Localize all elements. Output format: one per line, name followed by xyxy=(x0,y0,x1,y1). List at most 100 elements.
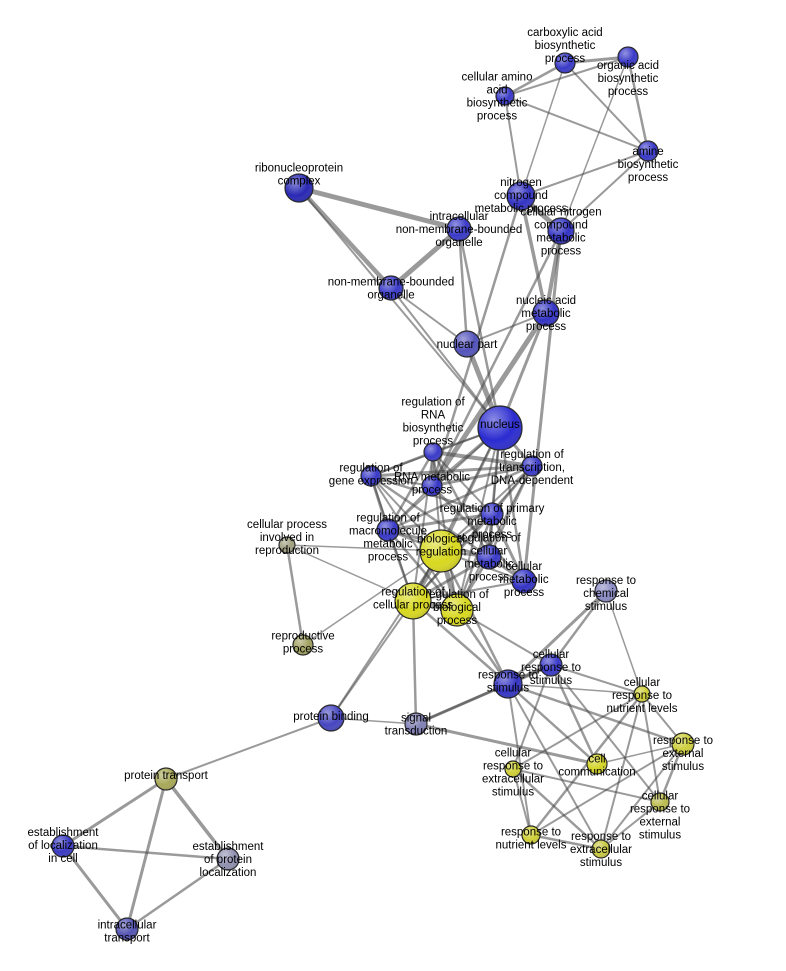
graph-edge-carbox-nitrogen[interactable] xyxy=(520,62,566,197)
graph-edge-prot_bind-sig_trans[interactable] xyxy=(330,717,417,725)
graph-edge-reg_tx-reg_bp[interactable] xyxy=(456,465,533,611)
graph-edge-resp_stim-resp_ext[interactable] xyxy=(506,682,685,746)
graph-edge-resp_chem-resp_stim[interactable] xyxy=(506,589,608,686)
graph-edge-resp_ext-resp_extrac[interactable] xyxy=(600,743,684,850)
graph-edge-nitrogen-nucacid[interactable] xyxy=(519,194,548,315)
graph-node-cresp_ext[interactable]: cellular response to external stimulus xyxy=(650,792,670,812)
graph-edge-rnp-nucleus[interactable] xyxy=(298,187,501,429)
graph-edge-cpir-bioreg[interactable] xyxy=(286,544,442,552)
graph-edge-prot_bind-prot_trans[interactable] xyxy=(165,717,332,780)
graph-node-nucleus[interactable]: nucleus xyxy=(477,405,523,451)
graph-edge-cresp_extrac-cresp_ext[interactable] xyxy=(512,768,661,803)
graph-node-est_loc[interactable]: establishment of localization in cell xyxy=(51,834,75,858)
graph-edge-aminoacid-nitrogen[interactable] xyxy=(504,95,522,197)
graph-edge-reg_bp-cresp_stim[interactable] xyxy=(456,609,552,666)
graph-edge-cresp_ext-resp_extrac[interactable] xyxy=(600,801,661,850)
graph-edge-reg_mm-reg_pm[interactable] xyxy=(386,512,494,532)
graph-edge-resp_stim-cell_comm[interactable] xyxy=(506,682,599,766)
graph-edge-intra_nmbo-nucleus[interactable] xyxy=(457,227,502,430)
graph-node-nmbo[interactable]: non-membrane-bounded organelle xyxy=(378,275,404,301)
graph-edge-resp_stim-resp_extrac[interactable] xyxy=(507,683,602,850)
graph-edge-cresp_extrac-resp_extrac[interactable] xyxy=(511,767,603,851)
graph-edge-resp_stim-sig_trans[interactable] xyxy=(414,682,510,726)
graph-node-intra_nmbo[interactable]: intracellular non-membrane-bounded organ… xyxy=(446,216,472,242)
graph-edge-cresp_extrac-resp_nutr[interactable] xyxy=(512,768,532,836)
graph-node-prot_bind[interactable]: protein binding xyxy=(317,704,345,732)
graph-edge-cresp_stim-cresp_nutr[interactable] xyxy=(550,664,643,695)
graph-edge-prot_bind-bioreg[interactable] xyxy=(330,550,442,719)
graph-node-reg_cm[interactable]: regulation of cellular metabolic process xyxy=(476,544,502,570)
graph-edge-reg_ge-reg_bp[interactable] xyxy=(370,475,458,611)
graph-node-aminoacid[interactable]: cellular amino acid biosynthetic process xyxy=(495,86,515,106)
graph-node-rnp[interactable]: ribonucleoprotein complex xyxy=(284,173,314,203)
graph-edge-repro-bioreg[interactable] xyxy=(302,550,442,646)
graph-edge-cresp_nutr-cresp_ext[interactable] xyxy=(641,693,661,803)
graph-edge-reg_rna-reg_pm[interactable] xyxy=(432,451,493,515)
graph-node-orgacid[interactable]: organic acid biosynthetic process xyxy=(617,46,639,68)
graph-node-cell_met[interactable]: cellular metabolic process xyxy=(511,568,537,594)
graph-node-prot_trans[interactable]: protein transport xyxy=(154,767,178,791)
graph-node-rna_met[interactable]: RNA metabolic process xyxy=(421,475,443,497)
graph-node-reg_tx[interactable]: regulation of transcription, DNA-depende… xyxy=(521,455,543,477)
graph-node-est_prot_loc[interactable]: establishment of protein localization xyxy=(216,847,240,871)
graph-node-repro[interactable]: reproductive process xyxy=(292,634,314,656)
graph-node-carbox[interactable]: carboxylic acid biosynthetic process xyxy=(554,52,576,74)
graph-node-cell_comm[interactable]: cell communication xyxy=(586,753,608,775)
graph-edge-reg_rna-reg_mm[interactable] xyxy=(386,450,435,532)
graph-node-sig_trans[interactable]: signal transduction xyxy=(404,712,428,736)
graph-node-nitrogen[interactable]: nitrogen compound metabolic process xyxy=(506,181,536,211)
graph-edge-amine-cellnitrogen[interactable] xyxy=(560,150,649,232)
graph-edge-carbox-aminoacid[interactable] xyxy=(503,61,567,98)
graph-edge-orgacid-amine[interactable] xyxy=(626,55,650,153)
graph-edge-cresp_nutr-resp_extrac[interactable] xyxy=(600,693,643,850)
graph-node-cresp_stim[interactable]: cellular response to stimulus xyxy=(539,653,563,677)
graph-edge-resp_stim-resp_nutr[interactable] xyxy=(507,683,532,836)
graph-edge-resp_chem-cresp_nutr[interactable] xyxy=(605,590,643,695)
graph-edge-resp_ext-cell_comm[interactable] xyxy=(596,743,684,765)
graph-edge-cellnitrogen-rna_met[interactable] xyxy=(430,229,563,488)
graph-edge-est_loc-intra_trans[interactable] xyxy=(61,844,129,931)
graph-edge-reg_tx-reg_ge[interactable] xyxy=(369,464,534,478)
graph-node-amine[interactable]: amine biosynthetic process xyxy=(637,140,659,162)
graph-edge-est_loc-est_prot_loc[interactable] xyxy=(61,844,230,861)
graph-edge-est_prot_loc-intra_trans[interactable] xyxy=(125,857,230,931)
graph-edge-rna_met-cell_met[interactable] xyxy=(430,484,526,583)
graph-edge-nucleus-reg_bp[interactable] xyxy=(456,427,501,611)
graph-edge-cresp_stim-cell_comm[interactable] xyxy=(549,663,599,766)
graph-edge-cresp_stim-cresp_extrac[interactable] xyxy=(512,664,552,770)
graph-edge-nucacid-nucpart[interactable] xyxy=(466,312,547,345)
graph-node-reg_mm[interactable]: regulation of macromolecule metabolic pr… xyxy=(376,518,400,542)
graph-node-reg_cp[interactable]: regulation of cellular process xyxy=(394,582,432,620)
graph-node-nucacid[interactable]: nucleic acid metabolic process xyxy=(532,299,560,327)
graph-edge-cpir-reg_cp[interactable] xyxy=(286,544,414,602)
graph-node-resp_stim[interactable]: response to stimulus xyxy=(493,669,523,699)
graph-edge-nmbo-nucleus[interactable] xyxy=(390,287,501,429)
graph-edge-bioreg-resp_stim[interactable] xyxy=(439,549,510,686)
graph-edge-reg_ge-reg_cm[interactable] xyxy=(369,474,491,559)
graph-node-resp_nutr[interactable]: response to nutrient levels xyxy=(521,825,541,845)
graph-edge-rnp-nmbo[interactable] xyxy=(296,185,394,291)
graph-node-cellnitrogen[interactable]: cellular nitrogen compound metabolic pro… xyxy=(547,217,575,245)
graph-edge-reg_cp-sig_trans[interactable] xyxy=(411,599,418,726)
graph-edge-amine-nitrogen[interactable] xyxy=(520,150,649,197)
graph-node-cpir[interactable]: cellular process involved in reproductio… xyxy=(278,536,296,554)
graph-node-resp_chem[interactable]: response to chemical stimulus xyxy=(594,579,618,603)
graph-node-resp_ext[interactable]: response to external stimulus xyxy=(671,732,695,756)
graph-node-intra_trans[interactable]: intracellular transport xyxy=(115,917,139,941)
graph-node-nucpart[interactable]: nuclear part xyxy=(453,330,481,358)
graph-node-reg_bp[interactable]: regulation of biological process xyxy=(440,593,474,627)
graph-node-resp_extrac[interactable]: response to extracellular stimulus xyxy=(591,839,611,859)
graph-edge-intra_nmbo-nmbo[interactable] xyxy=(388,226,462,291)
graph-node-cresp_nutr[interactable]: cellular response to nutrient levels xyxy=(633,685,651,703)
graph-edge-sig_trans-cell_comm[interactable] xyxy=(414,722,599,766)
graph-edge-reg_rna-reg_ge[interactable] xyxy=(369,450,435,478)
graph-edge-reg_rna-reg_tx[interactable] xyxy=(431,450,534,468)
graph-edge-cellnitrogen-cell_met[interactable] xyxy=(522,229,563,583)
graph-edge-intra_nmbo-nucpart[interactable] xyxy=(457,227,469,346)
graph-node-cresp_extrac[interactable]: cellular response to extracellular stimu… xyxy=(504,760,522,778)
graph-node-reg_rna[interactable]: regulation of RNA biosynthetic process xyxy=(423,442,443,462)
graph-edge-cpir-repro[interactable] xyxy=(285,543,305,647)
graph-edge-nmbo-nucpart[interactable] xyxy=(390,287,468,345)
graph-edge-aminoacid-amine[interactable] xyxy=(504,95,649,152)
graph-node-reg_pm[interactable]: regulation of primary metabolic process xyxy=(480,502,504,526)
